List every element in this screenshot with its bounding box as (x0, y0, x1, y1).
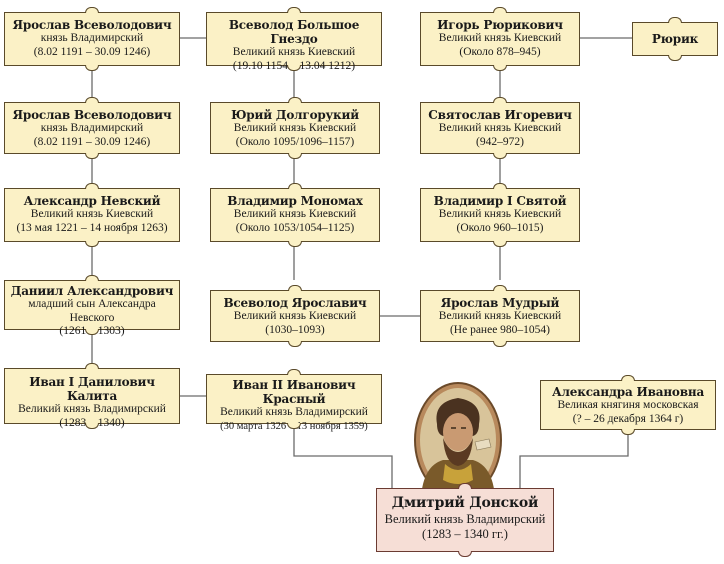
person-title: Великий князь Киевский (438, 32, 562, 44)
node-aleksandr-nevskiy: Александр Невский Великий князь Киевский… (4, 183, 180, 247)
person-title: Великий князь Киевский (232, 46, 356, 58)
person-title: младший сын Александра Невского (28, 298, 156, 324)
node-svyatoslav-igorevich: Святослав Игоревич Великий князь Киевски… (420, 97, 580, 159)
person-dates: (Не ранее 980–1054) (449, 323, 551, 336)
person-title: Великий князь Владимирский (18, 403, 166, 415)
node-yaroslav-vsevolodovich-1: Ярослав Всеволодович князь Владимирский … (4, 7, 180, 71)
person-dates: (Около 1095/1096–1157) (235, 135, 355, 148)
node-vsevolod-yaroslavich: Всеволод Ярославич Великий князь Киевски… (210, 285, 380, 347)
person-title: Великий князь Киевский (233, 310, 357, 322)
person-name: Александра Ивановна (551, 385, 705, 399)
person-name: Ярослав Всеволодович (12, 18, 172, 32)
person-name: Юрий Долгорукий (231, 108, 359, 122)
person-name: Игорь Рюрикович (437, 18, 563, 32)
node-dmitriy-donskoy: Дмитрий Донской Великий князь Владимирск… (376, 483, 554, 557)
person-title: князь Владимирский (40, 122, 144, 134)
node-daniil-aleksandrovich: Даниил Александрович младший сын Алексан… (4, 275, 180, 337)
person-dates: (1030–1093) (265, 323, 325, 336)
person-title: Великий князь Владимирский (384, 512, 546, 526)
person-title: Великий князь Киевский (438, 208, 562, 220)
person-name: Александр Невский (23, 194, 161, 208)
person-dates: (1283 – 1340) (59, 416, 125, 429)
node-ryurik: Рюрик (632, 17, 718, 61)
person-name: Иван II Иванович Красный (232, 378, 356, 406)
person-dates: (1283 – 1340 гг.) (422, 527, 508, 541)
person-name: Всеволод Ярославич (223, 296, 367, 310)
person-dates: (13 мая 1221 – 14 ноября 1263) (16, 221, 168, 234)
person-dates: (? – 26 декабря 1364 г) (572, 412, 684, 425)
person-dates: (8.02 1191 – 30.09 1246) (33, 135, 151, 148)
person-dates: (942–972) (476, 135, 524, 148)
node-igor-ryurikovich: Игорь Рюрикович Великий князь Киевский (… (420, 7, 580, 71)
person-title: Великая княгиня московская (557, 399, 699, 411)
node-aleksandra-ivanovna: Александра Ивановна Великая княгиня моск… (540, 375, 716, 435)
person-name: Даниил Александрович (10, 284, 174, 298)
person-name: Владимир Мономах (227, 194, 363, 208)
person-title: князь Владимирский (40, 32, 144, 44)
person-name: Владимир I Святой (433, 194, 567, 208)
person-title: Великий князь Владимирский (220, 406, 368, 418)
person-title: Великий князь Киевский (233, 122, 357, 134)
person-dates: (Около 878–945) (459, 45, 541, 58)
node-vsevolod-bolshoe-gnezdo: Всеволод Большое Гнездо Великий князь Ки… (206, 7, 382, 72)
person-dates: (1261 – 1303) (59, 325, 125, 337)
person-dates: (Около 1053/1054–1125) (235, 221, 355, 234)
node-yuriy-dolgorukiy: Юрий Долгорукий Великий князь Киевский (… (210, 97, 380, 159)
node-yaroslav-mudryy: Ярослав Мудрый Великий князь Киевский (Н… (420, 285, 580, 347)
person-name: Дмитрий Донской (391, 495, 539, 511)
person-dates: (30 марта 1326 – 13 ноября 1359) (220, 420, 368, 432)
person-dates: (Около 960–1015) (456, 221, 544, 234)
node-vladimir-monomakh: Владимир Мономах Великий князь Киевский … (210, 183, 380, 247)
node-vladimir-svyatoy: Владимир I Святой Великий князь Киевский… (420, 183, 580, 247)
person-name: Ярослав Всеволодович (12, 108, 172, 122)
person-name: Всеволод Большое Гнездо (228, 18, 360, 46)
person-title: Великий князь Киевский (233, 208, 357, 220)
person-dates: (19.10 1154 – 13.04 1212) (232, 59, 356, 72)
person-dates: (8.02 1191 – 30.09 1246) (33, 45, 151, 58)
node-ivan-kalita: Иван I Данилович Калита Великий князь Вл… (4, 363, 180, 429)
person-name: Иван I Данилович Калита (29, 375, 155, 403)
person-title: Великий князь Киевский (30, 208, 154, 220)
node-ivan-krasnyy: Иван II Иванович Красный Великий князь В… (206, 369, 382, 432)
node-yaroslav-vsevolodovich-2: Ярослав Всеволодович князь Владимирский … (4, 97, 180, 159)
connector (519, 430, 629, 488)
person-name: Рюрик (651, 32, 699, 46)
person-title: Великий князь Киевский (438, 310, 562, 322)
connector (293, 424, 393, 488)
person-name: Святослав Игоревич (428, 108, 572, 122)
person-title: Великий князь Киевский (438, 122, 562, 134)
person-name: Ярослав Мудрый (440, 296, 560, 310)
portrait-dmitriy-donskoy (414, 382, 502, 498)
